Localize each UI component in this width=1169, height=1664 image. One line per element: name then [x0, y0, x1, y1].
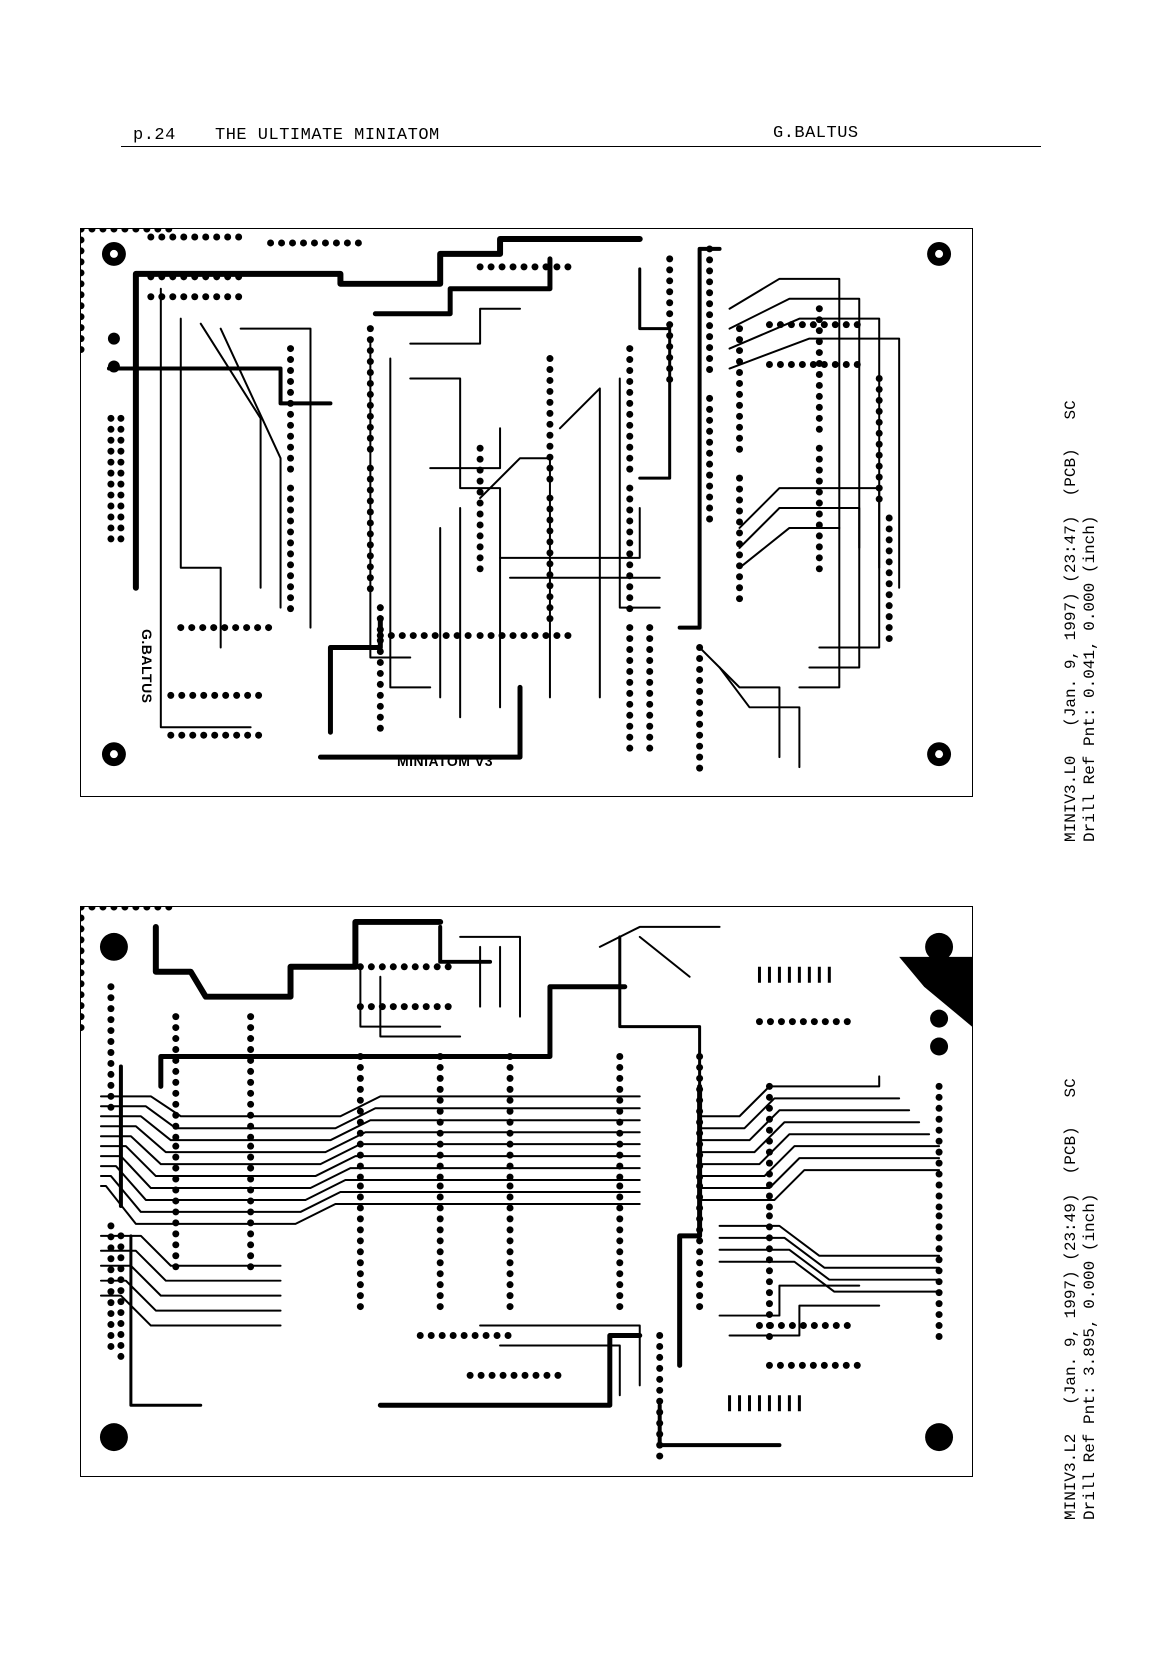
pcb-layout-top: G.BALTUS MINIATOM V3	[80, 228, 973, 797]
top-caption-line-1: MINIV3.L0 (Jan. 9, 1997) (23:47) (PCB) S…	[1062, 400, 1080, 842]
top-caption-line-2: Drill Ref Pnt: 0.041, 0.000 (inch)	[1081, 515, 1099, 842]
bottom-caption-line-1: MINIV3.L2 (Jan. 9, 1997) (23:49) (PCB) S…	[1062, 1078, 1080, 1520]
top-board-caption: MINIV3.L0 (Jan. 9, 1997) (23:47) (PCB) S…	[1062, 222, 1106, 842]
board-author-mark: G.BALTUS	[139, 629, 155, 704]
page-number: p.24	[133, 126, 176, 145]
author-name: G.BALTUS	[773, 124, 859, 143]
board-name-label: MINIATOM V3	[397, 753, 493, 769]
bottom-caption-line-2: Drill Ref Pnt: 3.895, 0.000 (inch)	[1081, 1193, 1099, 1520]
document-title: THE ULTIMATE MINIATOM	[215, 126, 440, 145]
pcb-layout-bottom	[80, 906, 973, 1477]
bottom-board-caption: MINIV3.L2 (Jan. 9, 1997) (23:49) (PCB) S…	[1062, 900, 1106, 1520]
pcb-top-artwork	[81, 229, 952, 772]
pcb-bottom-artwork	[81, 907, 972, 1460]
page-header: p.24 THE ULTIMATE MINIATOM G.BALTUS	[121, 124, 1041, 147]
